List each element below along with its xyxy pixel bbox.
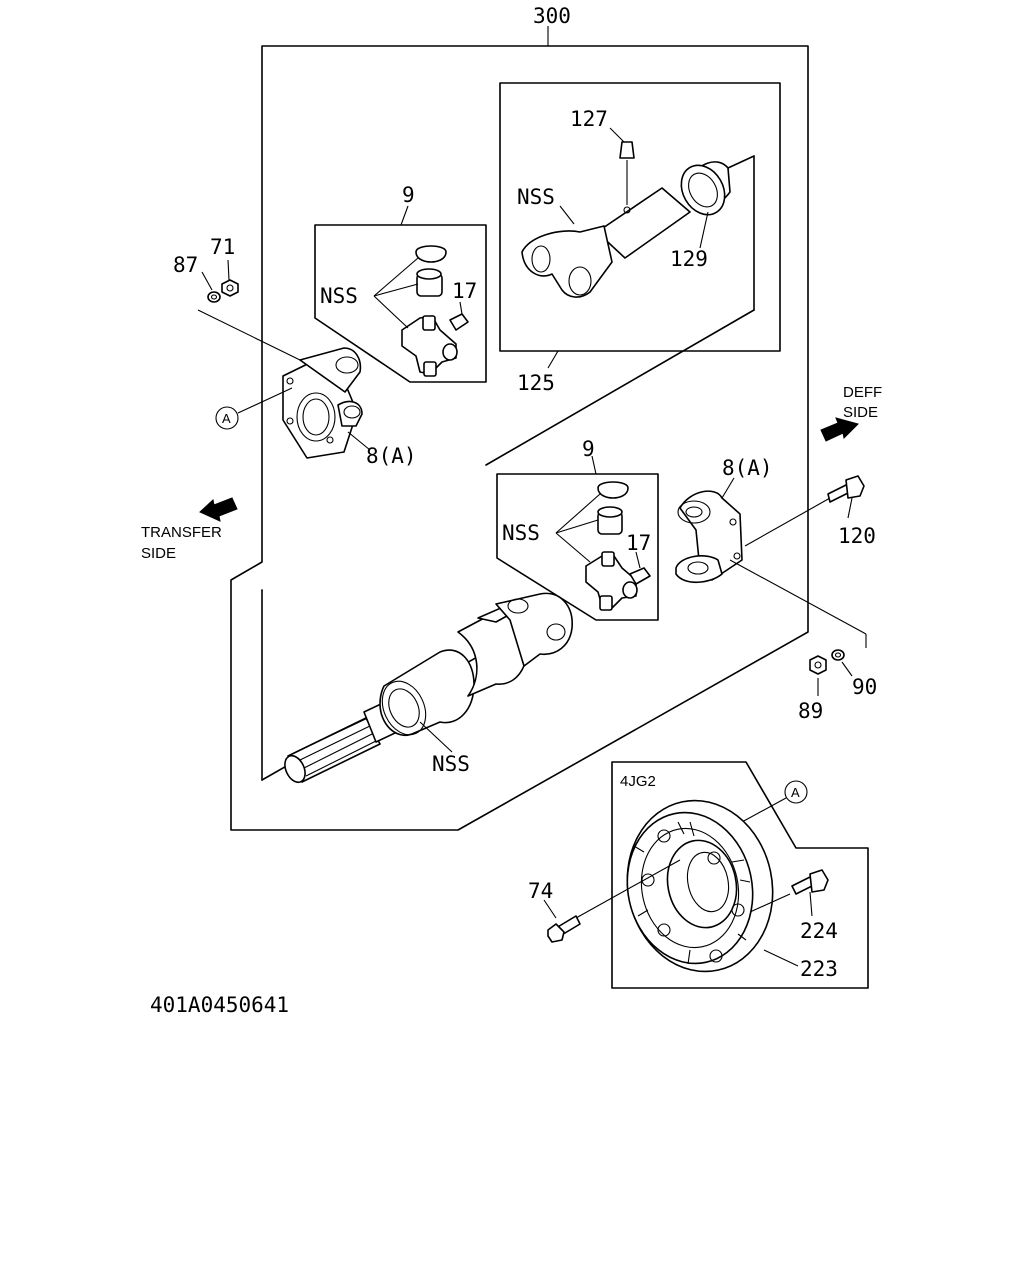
leader-90 (841, 661, 853, 677)
label-8a-right: 8(A) (722, 456, 773, 480)
circle-ref-right (784, 780, 808, 804)
label-71: 71 (210, 235, 235, 259)
label-9-bottom: 9 (582, 437, 595, 461)
sleeve-yoke-leader (547, 350, 559, 369)
fastener-line-right-bolt (744, 497, 831, 547)
ujoint-kit-bottom-box (496, 473, 659, 621)
fastener-line-74 (575, 859, 681, 919)
label-74: 74 (528, 879, 553, 903)
transfer-side-line1: TRANSFER (141, 524, 222, 541)
bolt-120-part (827, 475, 865, 503)
diagram-code: 401A0450641 (150, 993, 289, 1017)
label-223: 223 (800, 957, 838, 981)
washer-90-part (831, 649, 845, 661)
label-nss-top-kit: NSS (320, 284, 358, 308)
label-8a-left: 8(A) (366, 444, 417, 468)
leader-87 (201, 271, 213, 291)
label-127: 127 (570, 107, 608, 131)
leader-120 (847, 497, 853, 519)
label-125: 125 (517, 371, 555, 395)
transfer-side-line2: SIDE (141, 545, 176, 562)
leader-8a-right (721, 477, 735, 499)
label-89: 89 (798, 699, 823, 723)
flange-yoke-right-part (675, 490, 743, 584)
leader-71 (227, 259, 230, 281)
ujoint-kit-bottom-leader (591, 455, 597, 475)
bolt-224-part (791, 869, 829, 895)
deff-side-line1: DEFF (843, 384, 882, 401)
sleeve-yoke-box (499, 82, 781, 352)
fastener-line-right-nut (729, 559, 867, 635)
leader-nss-sleeve (559, 205, 575, 225)
transfer-side-arrow (199, 497, 238, 522)
label-87: 87 (173, 253, 198, 277)
label-129: 129 (670, 247, 708, 271)
leader-127 (609, 127, 625, 143)
label-120: 120 (838, 524, 876, 548)
circle-ref-left-label: A (222, 411, 231, 426)
ujoint-kit-top-box (314, 224, 487, 383)
fastener-line-left (197, 309, 301, 361)
circle-ref-left (215, 406, 239, 430)
leader-17-bottom (635, 551, 641, 569)
label-nss-shaft: NSS (432, 752, 470, 776)
sleeve-yoke-part (485, 141, 755, 466)
leader-8a-left (347, 431, 371, 451)
label-17-top: 17 (452, 279, 477, 303)
deff-side-arrow (820, 417, 859, 442)
label-4jg2: 4JG2 (620, 773, 656, 790)
label-224: 224 (800, 919, 838, 943)
nut-71-part (221, 279, 239, 297)
propeller-shaft-part (261, 589, 573, 784)
leader-nss-shaft (419, 721, 453, 753)
fastener-line-224 (749, 893, 791, 913)
flange-yoke-left-part (282, 347, 363, 459)
disc-223-part (626, 799, 774, 973)
leader-223 (763, 949, 799, 967)
leader-129 (699, 211, 709, 249)
ujoint-kit-top-parts (401, 245, 469, 377)
ujoint-kit-bottom-parts (585, 481, 651, 611)
label-17-bottom: 17 (626, 531, 651, 555)
label-300: 300 (533, 4, 571, 28)
leader-224 (809, 891, 813, 917)
label-90: 90 (852, 675, 877, 699)
deff-side-line2: SIDE (843, 404, 878, 421)
leader-74 (543, 899, 557, 919)
ujoint-kit-top-leader (400, 205, 409, 226)
label-nss-bottom-kit: NSS (502, 521, 540, 545)
nut-89-part (809, 655, 827, 675)
circle-ref-right-label: A (791, 785, 800, 800)
label-9-top: 9 (402, 183, 415, 207)
label-nss-sleeve: NSS (517, 185, 555, 209)
assembly-outline (230, 45, 809, 831)
model-4jg2-box (611, 761, 869, 989)
leader-17-top (459, 301, 463, 315)
washer-87-part (207, 291, 221, 303)
bolt-74-part (547, 915, 581, 943)
